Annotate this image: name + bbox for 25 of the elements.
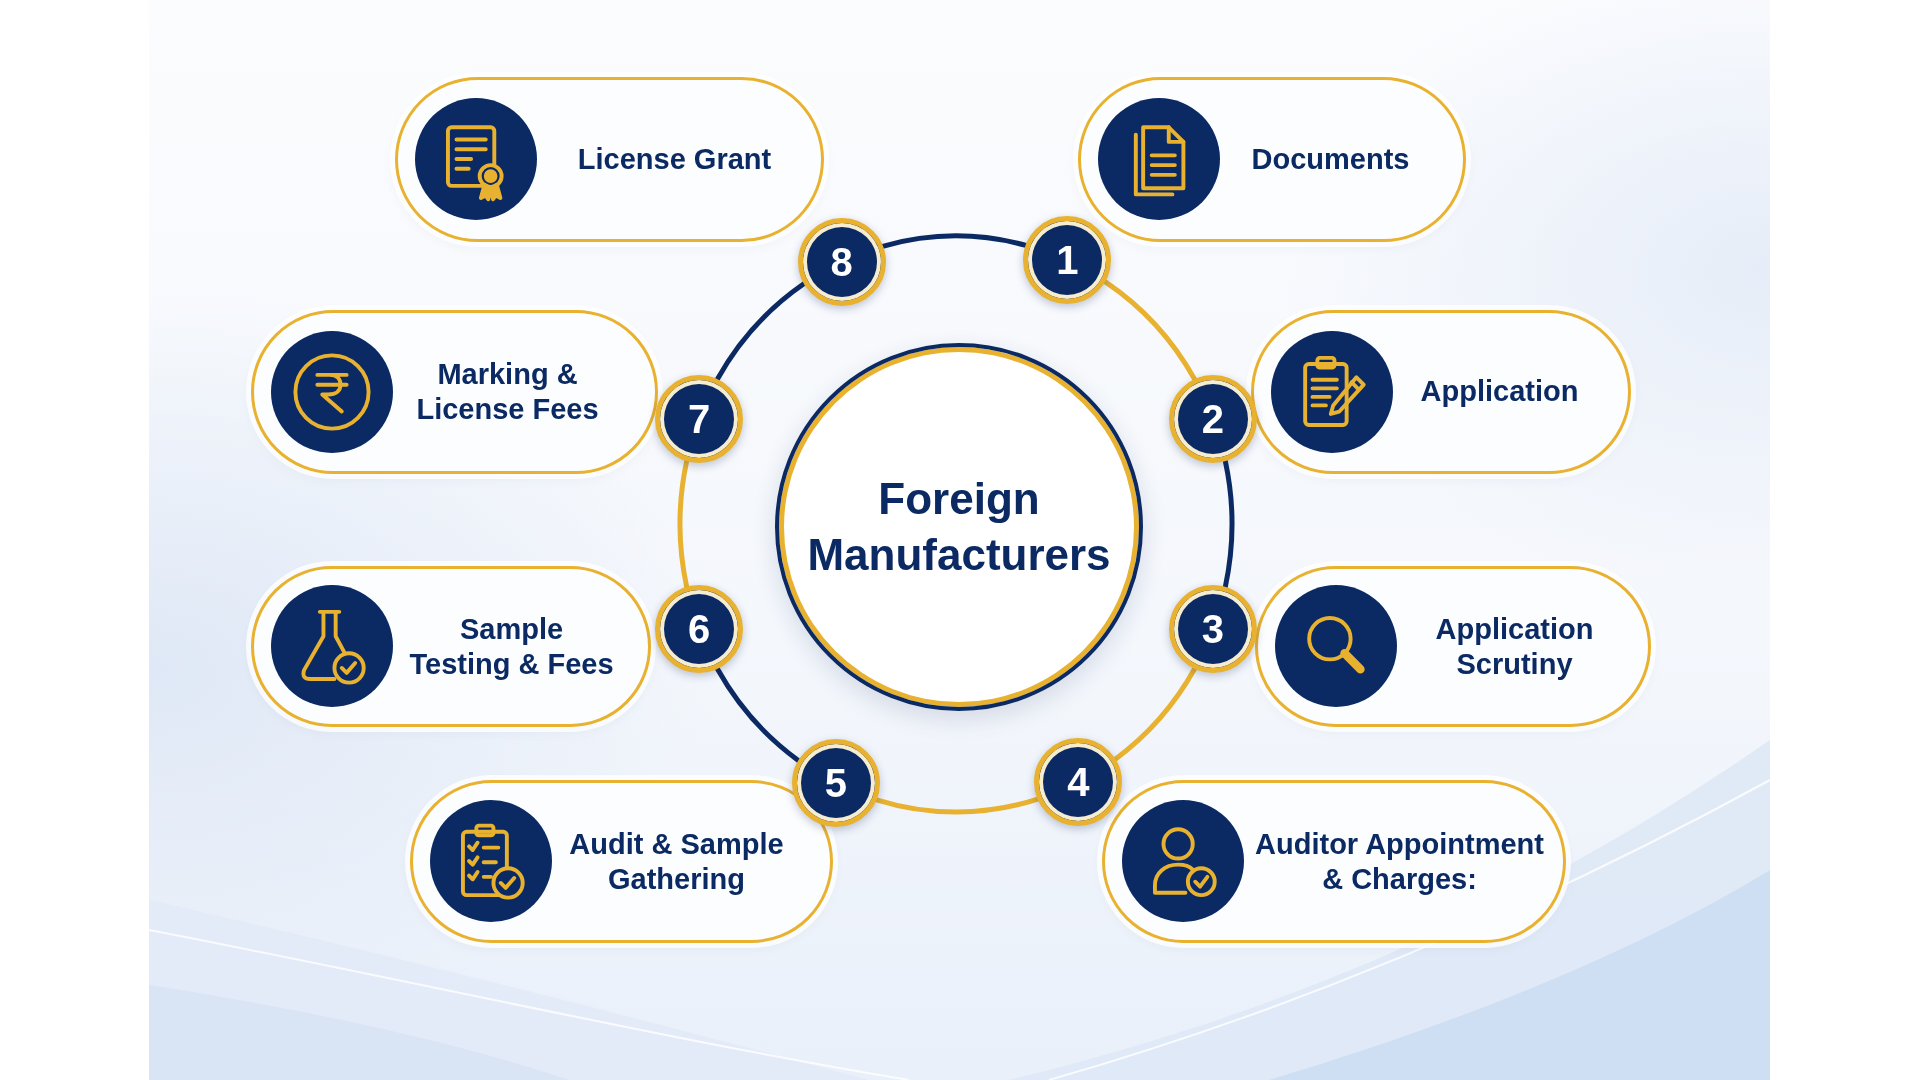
step-label: Auditor Appointment & Charges: — [1254, 826, 1545, 897]
center-title: Foreign Manufacturers — [806, 472, 1112, 581]
step-label: Documents — [1251, 141, 1410, 177]
step-number: 1 — [1056, 240, 1079, 281]
step-label: Application Scrutiny — [1434, 611, 1595, 682]
step-number: 4 — [1067, 762, 1090, 803]
step-label: Audit & Sample Gathering — [568, 826, 785, 897]
ring-arc — [880, 233, 1029, 249]
ring-arc — [1113, 666, 1197, 762]
step-label: Application — [1420, 374, 1579, 410]
step-label: License Grant — [577, 141, 772, 177]
step-number: 3 — [1201, 609, 1225, 650]
step-label: Sample Testing & Fees — [408, 611, 615, 682]
ring-arc — [677, 458, 690, 590]
ring-arc — [874, 796, 1041, 815]
step-label: Marking & License Fees — [415, 356, 600, 427]
step-number: 6 — [687, 609, 711, 650]
ring-arc — [715, 666, 801, 763]
step-number: 2 — [1201, 398, 1225, 439]
step-number: 8 — [830, 241, 853, 282]
ring-arc — [715, 281, 806, 382]
ring-arc — [1103, 279, 1197, 382]
step-number: 7 — [687, 398, 711, 439]
step-number: 5 — [824, 763, 847, 804]
ring-arc — [1222, 458, 1235, 590]
